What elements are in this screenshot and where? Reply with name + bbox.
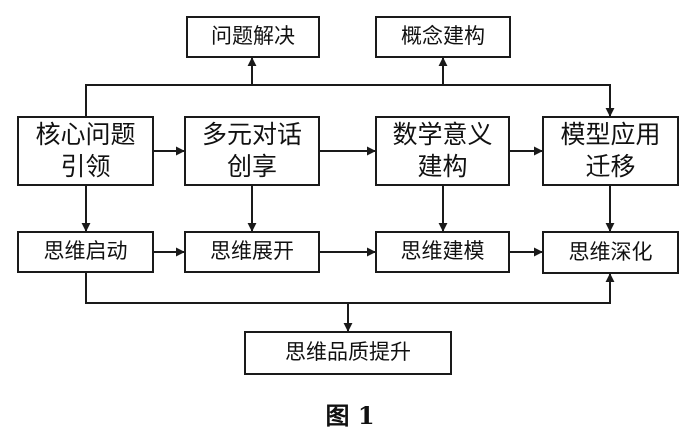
thinking-model-box: 思维建模 [375, 231, 510, 273]
lower-bus-line [85, 273, 615, 304]
thinking-expand-box: 思维展开 [184, 231, 320, 273]
concept-construction-label: 概念建构 [401, 24, 485, 49]
core-question-box: 核心问题 引领 [17, 116, 154, 186]
thinking-expand-label: 思维展开 [210, 239, 294, 264]
math-meaning-label: 数学意义 建构 [392, 119, 493, 182]
concept-construction-box: 概念建构 [375, 16, 511, 58]
thinking-start-box: 思维启动 [17, 231, 154, 273]
thinking-quality-label: 思维品质提升 [285, 340, 411, 365]
thinking-quality-box: 思维品质提升 [244, 331, 452, 375]
collaborative-dialogue-box: 多元对话 创享 [184, 116, 320, 186]
figure-caption: 图 1 [325, 401, 375, 430]
problem-solving-label: 问题解决 [211, 24, 295, 49]
core-question-label: 核心问题 引领 [35, 119, 136, 182]
top-bus-line [85, 84, 615, 117]
thinking-model-label: 思维建模 [400, 239, 485, 264]
problem-solving-box: 问题解决 [186, 16, 320, 58]
math-meaning-box: 数学意义 建构 [375, 116, 510, 186]
thinking-start-label: 思维启动 [43, 239, 128, 264]
collaborative-dialogue-label: 多元对话 创享 [201, 119, 302, 182]
model-transfer-box: 模型应用 迁移 [542, 116, 679, 186]
thinking-deepen-box: 思维深化 [542, 231, 679, 274]
thinking-deepen-label: 思维深化 [568, 239, 653, 264]
model-transfer-label: 模型应用 迁移 [560, 119, 661, 182]
